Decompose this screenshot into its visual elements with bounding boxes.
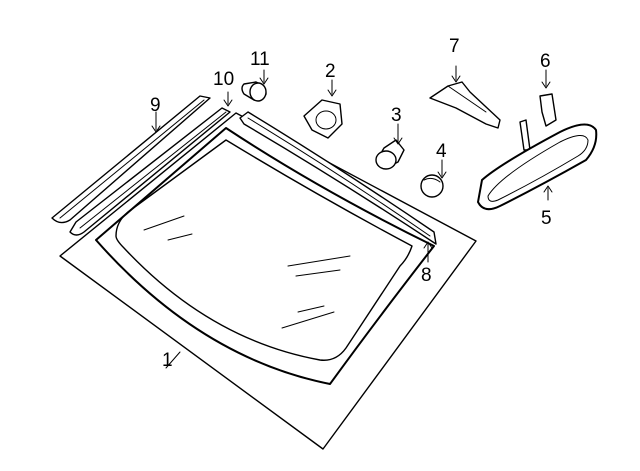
callout-9: 9	[150, 95, 161, 116]
callout-8: 8	[421, 265, 432, 286]
upper-molding	[239, 111, 437, 263]
mount-bracket	[429, 65, 501, 129]
side-molding	[51, 95, 231, 236]
rain-sensor	[375, 123, 405, 170]
rearview-mirror	[477, 119, 598, 211]
callout-2: 2	[325, 61, 336, 82]
stud	[223, 91, 233, 107]
callout-4: 4	[436, 141, 447, 162]
mirror-mount	[420, 159, 447, 198]
callout-6: 6	[540, 51, 551, 72]
sensor-bracket	[303, 79, 343, 139]
callout-10: 10	[213, 69, 234, 90]
callout-3: 3	[391, 105, 402, 126]
callout-11: 11	[250, 49, 270, 70]
callout-7: 7	[449, 36, 460, 57]
mirror-cover	[539, 69, 557, 127]
callout-1: 1	[162, 350, 173, 371]
callout-5: 5	[541, 208, 552, 229]
retainer-clip	[241, 69, 269, 102]
